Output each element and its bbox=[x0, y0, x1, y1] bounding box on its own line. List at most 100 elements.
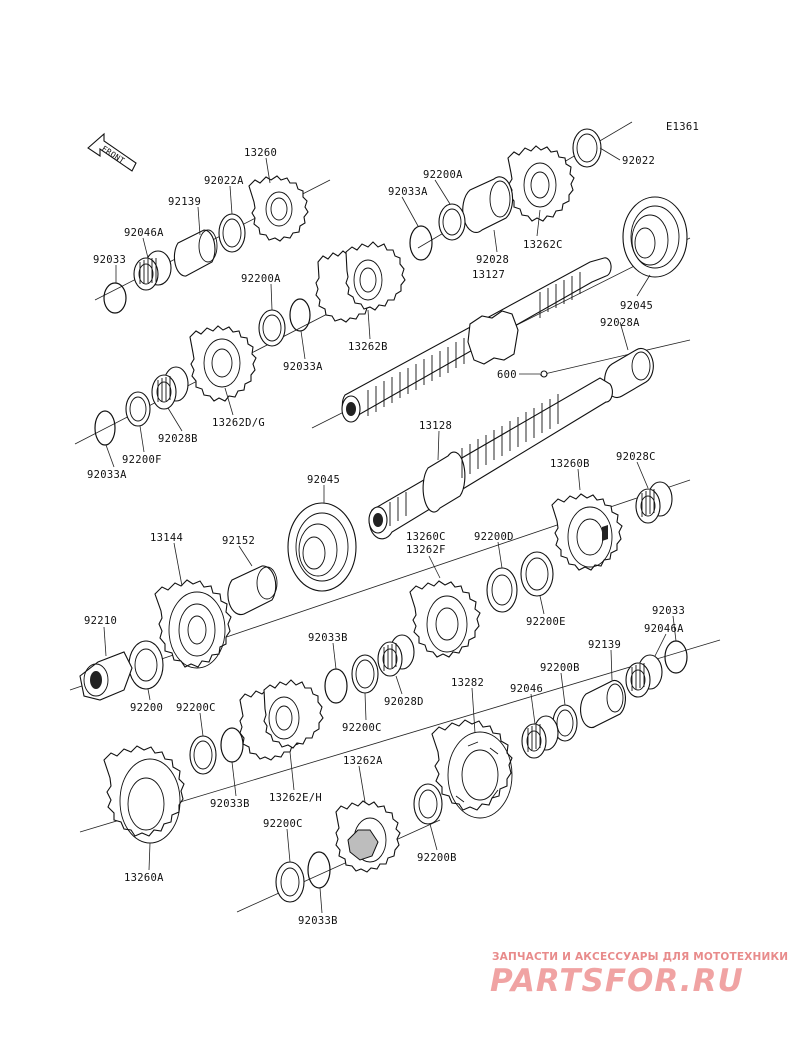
washer-92200E bbox=[520, 551, 554, 597]
label-92028D: 92028D bbox=[384, 696, 424, 708]
bushing-92028A bbox=[604, 347, 654, 399]
needle-bearing-92046A-low bbox=[625, 654, 663, 698]
circlip-92033A-mid bbox=[289, 298, 311, 332]
gear-13144 bbox=[154, 579, 232, 669]
label-13262F: 13262F bbox=[406, 544, 446, 556]
label-92033A-top: 92033A bbox=[388, 186, 428, 198]
label-92152: 92152 bbox=[222, 535, 255, 547]
bearing-92045-top bbox=[622, 196, 688, 278]
gear-13262C bbox=[507, 145, 575, 222]
diagram-code: E1361 bbox=[666, 121, 699, 133]
front-arrow-icon: FRONT bbox=[87, 132, 137, 172]
washer-92200A-top bbox=[438, 203, 466, 241]
label-92028A: 92028A bbox=[600, 317, 640, 329]
label-13260A: 13260A bbox=[124, 872, 164, 884]
collar-92139-low bbox=[580, 679, 626, 729]
label-92139-top: 92139 bbox=[168, 196, 201, 208]
label-92200C-c: 92200C bbox=[263, 818, 303, 830]
circlip-92033-top bbox=[103, 282, 127, 314]
circlip-92033B-c bbox=[307, 851, 331, 889]
watermark-tagline: ЗАПЧАСТИ И АКСЕССУАРЫ ДЛЯ МОТОТЕХНИКИ bbox=[492, 951, 789, 963]
label-92033-top: 92033 bbox=[93, 254, 126, 266]
label-13260: 13260 bbox=[244, 147, 277, 159]
washer-92200C-c bbox=[275, 861, 305, 903]
label-92210: 92210 bbox=[84, 615, 117, 627]
label-13262C: 13262C bbox=[523, 239, 563, 251]
label-13128: 13128 bbox=[419, 420, 452, 432]
needle-bearing-92028C bbox=[635, 481, 673, 524]
label-13260B: 13260B bbox=[550, 458, 590, 470]
label-13282: 13282 bbox=[451, 677, 484, 689]
washer-92022A bbox=[218, 213, 246, 253]
circlip-92033A-low bbox=[94, 410, 116, 446]
gear-13260A bbox=[103, 745, 185, 844]
gear-13262B bbox=[315, 241, 406, 323]
needle-bearing-92046 bbox=[521, 715, 559, 759]
washer-92200F bbox=[125, 391, 151, 427]
label-92200B-a: 92200B bbox=[540, 662, 580, 674]
label-92045-top: 92045 bbox=[620, 300, 653, 312]
label-13262A: 13262A bbox=[343, 755, 383, 767]
label-13127: 13127 bbox=[472, 269, 505, 281]
label-92200D: 92200D bbox=[474, 531, 514, 543]
label-13262DG: 13262D/G bbox=[212, 417, 265, 429]
label-13144: 13144 bbox=[150, 532, 183, 544]
label-92028C: 92028C bbox=[616, 451, 656, 463]
label-92200A-mid: 92200A bbox=[241, 273, 281, 285]
washer-92200D bbox=[486, 567, 518, 613]
label-92046A-low: 92046A bbox=[644, 623, 684, 635]
label-92200C-b: 92200C bbox=[176, 702, 216, 714]
label-92200E: 92200E bbox=[526, 616, 566, 628]
label-92033B-a: 92033B bbox=[308, 632, 348, 644]
washer-92200C-a bbox=[351, 654, 379, 694]
label-92033A-low: 92033A bbox=[87, 469, 127, 481]
washer-92200C-b bbox=[189, 735, 217, 775]
watermark-logo: PARTSFOR.RU bbox=[490, 963, 744, 999]
label-92022A: 92022A bbox=[204, 175, 244, 187]
leader-lines bbox=[103, 147, 677, 914]
label-92200B-b: 92200B bbox=[417, 852, 457, 864]
bushing-13127-92028 bbox=[462, 176, 514, 233]
label-92028B: 92028B bbox=[158, 433, 198, 445]
bearing-92045-mid bbox=[287, 502, 357, 592]
label-92022: 92022 bbox=[622, 155, 655, 167]
gear-13260 bbox=[248, 175, 309, 242]
label-92028-top: 92028 bbox=[476, 254, 509, 266]
circlip-92033B-a bbox=[324, 668, 348, 704]
label-13262EH: 13262E/H bbox=[269, 792, 322, 804]
washer-92022 bbox=[572, 128, 602, 168]
label-92033B-c: 92033B bbox=[298, 915, 338, 927]
label-92046A-top: 92046A bbox=[124, 227, 164, 239]
washer-92200B-b bbox=[413, 783, 443, 825]
collar-92152 bbox=[227, 565, 278, 616]
washer-92200A-mid bbox=[258, 309, 286, 347]
label-92033B-b: 92033B bbox=[210, 798, 250, 810]
needle-bearing-92028B bbox=[151, 366, 189, 410]
countershaft-13128 bbox=[368, 377, 613, 540]
washer-92200 bbox=[128, 640, 164, 690]
mainshaft-13128-upper bbox=[341, 257, 612, 423]
label-92200C-a: 92200C bbox=[342, 722, 382, 734]
nut-92210 bbox=[79, 651, 133, 701]
circlip-92033B-b bbox=[220, 727, 244, 763]
dowel-600 bbox=[540, 370, 548, 378]
label-92200: 92200 bbox=[130, 702, 163, 714]
label-92045-mid: 92045 bbox=[307, 474, 340, 486]
gear-13282 bbox=[431, 719, 513, 819]
needle-bearing-92028D bbox=[377, 634, 415, 677]
label-92033A-mid: 92033A bbox=[283, 361, 323, 373]
label-600: 600 bbox=[497, 369, 517, 381]
gear-13260C-13262F bbox=[409, 580, 481, 658]
label-92139-low: 92139 bbox=[588, 639, 621, 651]
label-92200F: 92200F bbox=[122, 454, 162, 466]
label-92200A-top: 92200A bbox=[423, 169, 463, 181]
label-92046: 92046 bbox=[510, 683, 543, 695]
circlip-92033-low bbox=[664, 640, 688, 674]
label-13262B: 13262B bbox=[348, 341, 388, 353]
circlip-92033A-top bbox=[409, 225, 433, 261]
gear-13262EH bbox=[239, 679, 324, 761]
gear-13262A bbox=[335, 800, 401, 873]
gear-13260B bbox=[551, 493, 623, 571]
gear-13262DG bbox=[189, 325, 257, 402]
